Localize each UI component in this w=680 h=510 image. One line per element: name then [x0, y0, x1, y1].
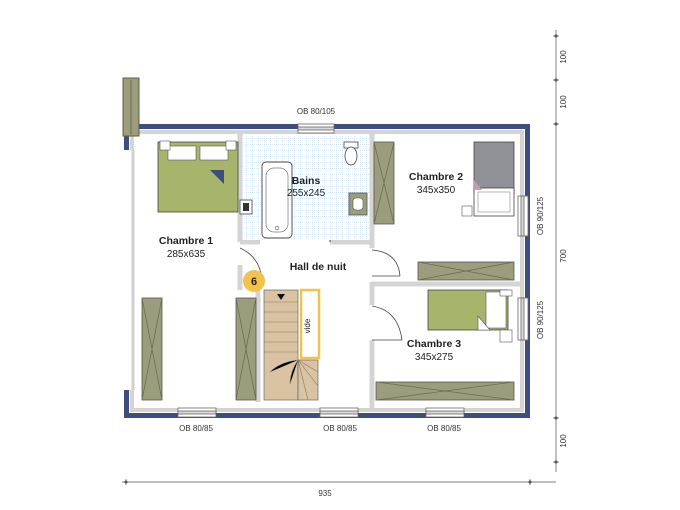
wardrobe-hall-right — [417, 261, 515, 281]
interior-walls — [237, 132, 522, 410]
dimension-right-2: 100 — [559, 95, 568, 109]
staircase — [263, 289, 319, 401]
window-right-bottom — [517, 297, 529, 341]
room-name-hall: Hall de nuit — [290, 261, 347, 273]
room-name-bains: Bains — [292, 175, 321, 187]
opening-label-bottom-right: OB 80/85 — [427, 424, 461, 433]
wardrobes — [141, 141, 515, 401]
dimension-right-4: 100 — [559, 434, 568, 448]
dimension-right-3: 700 — [559, 249, 568, 263]
window-bottom-left — [177, 407, 217, 418]
room-size-chambre-1: 285x635 — [167, 249, 206, 260]
bed-chambre-1 — [157, 140, 239, 213]
opening-label-top: OB 80/105 — [297, 107, 336, 116]
wardrobe-chambre3-bottom — [375, 381, 515, 401]
stair-void-label: vide — [303, 318, 312, 333]
room-name-chambre-2: Chambre 2 — [409, 171, 463, 183]
room-size-chambre-3: 345x275 — [415, 352, 454, 363]
sink — [348, 192, 368, 216]
opening-label-right-bottom: OB 90/125 — [536, 300, 545, 339]
room-name-chambre-3: Chambre 3 — [407, 338, 461, 350]
stair-badge-number: 6 — [251, 276, 257, 288]
stair-badge — [243, 270, 265, 292]
left-wall-opening — [123, 150, 133, 390]
toilet — [343, 141, 359, 166]
dimension-bottom: 935 — [318, 489, 332, 498]
opening-label-bottom-mid: OB 80/85 — [323, 424, 357, 433]
window-bottom-right — [425, 407, 465, 418]
dimension-line-right — [553, 30, 559, 472]
stair-direction-arrow — [277, 294, 285, 300]
window-right-top — [517, 195, 529, 237]
room-size-chambre-2: 345x350 — [417, 185, 456, 196]
wardrobe-chambre1-right — [235, 297, 257, 401]
window-top — [297, 123, 335, 134]
dimension-line-bottom — [122, 479, 556, 485]
room-size-bains: 255x245 — [287, 188, 326, 199]
opening-label-bottom-left: OB 80/85 — [179, 424, 213, 433]
room-name-chambre-1: Chambre 1 — [159, 235, 213, 247]
opening-label-right-top: OB 90/125 — [536, 196, 545, 235]
bed-chambre-3 — [427, 289, 513, 343]
wardrobe-chambre2-left — [373, 141, 395, 225]
windows — [177, 123, 529, 418]
dimension-right-1: 100 — [559, 50, 568, 64]
stair-void-outline — [299, 288, 321, 360]
wardrobe-chambre1-left — [141, 297, 163, 401]
bed-chambre-2 — [461, 141, 515, 217]
window-bottom-mid — [319, 407, 359, 418]
